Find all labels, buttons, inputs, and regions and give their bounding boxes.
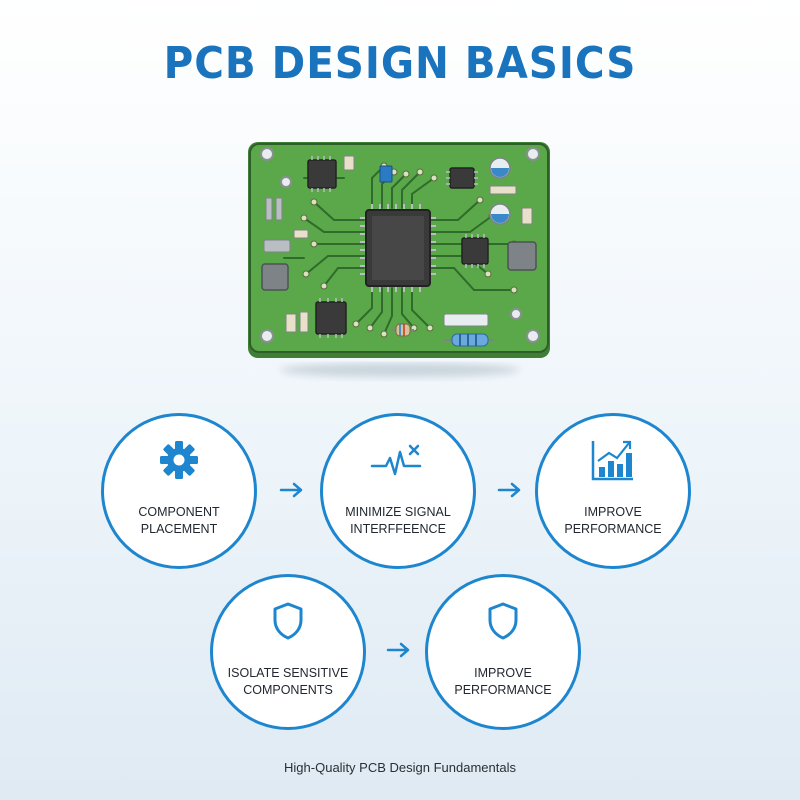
- step-label: IMPROVE PERFORMANCE: [454, 666, 552, 697]
- step-isolate-sensitive-components: ISOLATE SENSITIVE COMPONENTS: [210, 574, 366, 730]
- step-label: MINIMIZE SIGNAL INTERFFEENCE: [345, 505, 451, 536]
- step-minimize-signal-interference: MINIMIZE SIGNAL INTERFFEENCE: [320, 413, 476, 569]
- step-component-placement: COMPONENT PLACEMENT: [101, 413, 257, 569]
- shield-icon: [487, 599, 519, 643]
- arrow-right-icon: [386, 642, 410, 658]
- bar-chart-icon: [589, 438, 637, 482]
- pcb-board-illustration: [248, 142, 550, 377]
- gear-icon: [157, 438, 201, 482]
- shield-icon: [272, 599, 304, 643]
- arrow-right-icon: [279, 482, 303, 498]
- step-label: IMPROVE PERFORMANCE: [564, 505, 662, 536]
- step-improve-performance: IMPROVE PERFORMANCE: [535, 413, 691, 569]
- step-label: COMPONENT PLACEMENT: [138, 505, 220, 536]
- arrow-right-icon: [497, 482, 521, 498]
- page-title: PCB DESIGN BASICS: [163, 38, 637, 89]
- step-label: ISOLATE SENSITIVE COMPONENTS: [227, 666, 349, 697]
- step-improve-performance-2: IMPROVE PERFORMANCE: [425, 574, 581, 730]
- signal-noise-icon: [368, 438, 428, 482]
- footer-caption: High-Quality PCB Design Fundamentals: [284, 760, 516, 775]
